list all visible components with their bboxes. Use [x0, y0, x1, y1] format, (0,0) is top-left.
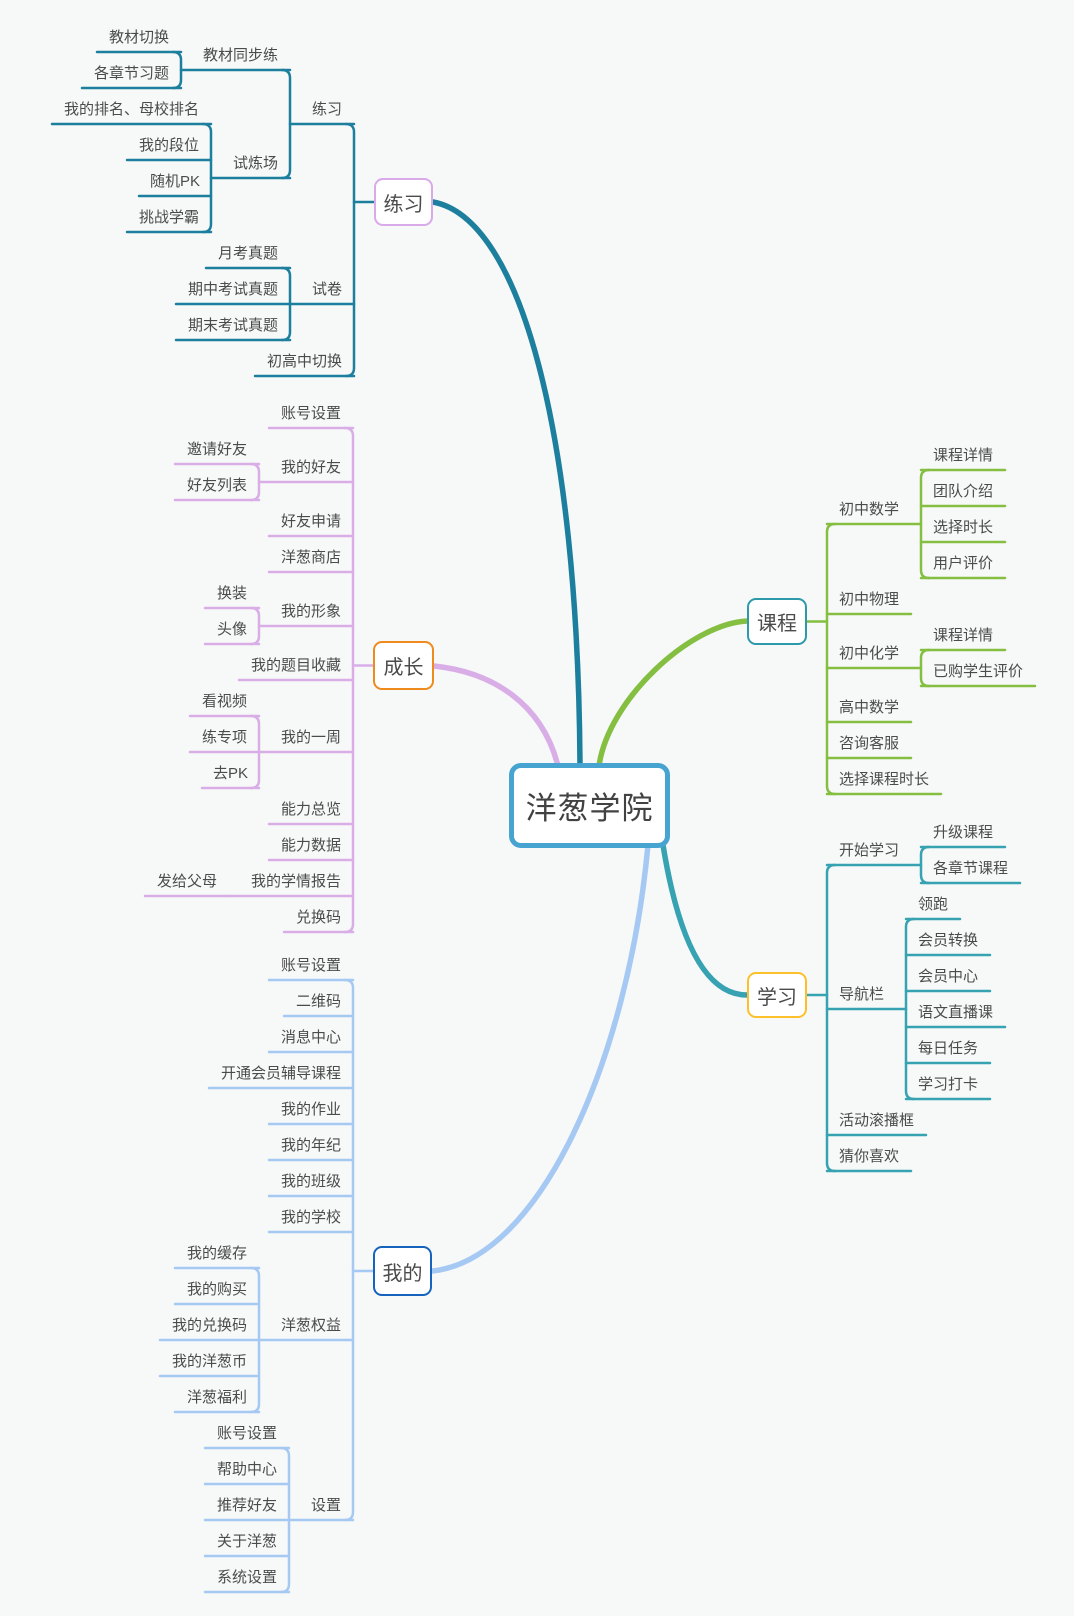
mindmap-node[interactable]: 课程详情 — [932, 447, 993, 464]
mindmap-node[interactable]: 每日任务 — [917, 1040, 978, 1057]
mindmap-node[interactable]: 教材切换 — [108, 29, 169, 46]
branch-trunk-line — [344, 122, 356, 378]
mindmap-node[interactable]: 我的形象 — [280, 603, 341, 620]
mindmap-node[interactable]: 推荐好友 — [216, 1497, 277, 1514]
branch-topic-growth[interactable]: 成长 — [373, 641, 434, 690]
branch-topic-courses[interactable]: 课程 — [747, 598, 807, 645]
mindmap-node[interactable]: 导航栏 — [838, 986, 884, 1003]
mindmap-node[interactable]: 我的洋葱币 — [171, 1353, 247, 1370]
mindmap-node[interactable]: 我的班级 — [280, 1173, 341, 1190]
branch-trunk-line — [825, 522, 837, 796]
mindmap-node[interactable]: 我的兑换码 — [171, 1317, 247, 1334]
mindmap-node[interactable]: 挑战学霸 — [138, 209, 199, 226]
mindmap-node[interactable]: 系统设置 — [216, 1569, 277, 1586]
mindmap-node[interactable]: 邀请好友 — [186, 441, 247, 458]
mindmap-node[interactable]: 我的题目收藏 — [250, 657, 341, 674]
branch-curve-courses — [596, 618, 750, 769]
branch-topic-mine[interactable]: 我的 — [373, 1246, 432, 1296]
mindmap-node[interactable]: 月考真题 — [217, 245, 278, 262]
mindmap-node[interactable]: 用户评价 — [932, 555, 993, 572]
mindmap-node[interactable]: 试卷 — [311, 281, 342, 298]
mindmap-node[interactable]: 随机PK — [149, 173, 200, 190]
mindmap-node[interactable]: 头像 — [216, 621, 247, 638]
mindmap-node[interactable]: 我的段位 — [138, 137, 199, 154]
mindmap-node[interactable]: 练习 — [311, 101, 342, 118]
branch-topic-study[interactable]: 学习 — [747, 972, 807, 1018]
mindmap-node[interactable]: 我的学情报告 — [250, 873, 341, 890]
mindmap-node[interactable]: 教材同步练 — [202, 47, 278, 64]
branch-trunk-line — [343, 978, 355, 1522]
mindmap-node[interactable]: 好友列表 — [186, 477, 247, 494]
mindmap-node[interactable]: 选择课程时长 — [838, 771, 929, 788]
mindmap-node[interactable]: 练专项 — [201, 729, 247, 746]
mindmap-node[interactable]: 账号设置 — [280, 957, 341, 974]
mindmap-node[interactable]: 咨询客服 — [838, 735, 899, 752]
mindmap-node[interactable]: 高中数学 — [838, 699, 899, 716]
mindmap-node[interactable]: 帮助中心 — [216, 1461, 277, 1478]
mindmap-node[interactable]: 活动滚播框 — [838, 1112, 914, 1129]
mindmap-node[interactable]: 选择时长 — [932, 519, 993, 536]
mindmap-node[interactable]: 我的购买 — [186, 1281, 247, 1298]
mindmap-node[interactable]: 初中物理 — [838, 591, 899, 608]
branch-curve-practice — [430, 199, 583, 769]
mindmap-node[interactable]: 开始学习 — [838, 842, 899, 859]
mindmap-node[interactable]: 发给父母 — [156, 873, 217, 890]
mindmap-node[interactable]: 初高中切换 — [266, 353, 342, 370]
mindmap-node[interactable]: 二维码 — [295, 993, 341, 1010]
mindmap-node[interactable]: 我的作业 — [280, 1101, 341, 1118]
mindmap-node[interactable]: 已购学生评价 — [932, 663, 1023, 680]
mindmap-node[interactable]: 账号设置 — [216, 1425, 277, 1442]
mindmap-node[interactable]: 我的学校 — [280, 1209, 341, 1226]
mindmap-node[interactable]: 关于洋葱 — [216, 1533, 277, 1550]
mindmap-node[interactable]: 会员转换 — [917, 932, 978, 949]
branch-trunk-line — [825, 863, 837, 1173]
mindmap-node[interactable]: 我的年纪 — [280, 1137, 341, 1154]
mindmap-node[interactable]: 期中考试真题 — [187, 281, 278, 298]
mindmap-node[interactable]: 我的一周 — [280, 729, 341, 746]
mindmap-node[interactable]: 消息中心 — [280, 1029, 341, 1046]
branch-curve-mine — [429, 842, 651, 1274]
mindmap-node[interactable]: 兑换码 — [295, 909, 341, 926]
branch-curve-study — [660, 842, 750, 998]
mindmap-node[interactable]: 各章节习题 — [93, 65, 169, 82]
mindmap-node[interactable]: 课程详情 — [932, 627, 993, 644]
branch-topic-practice[interactable]: 练习 — [374, 178, 433, 226]
mindmap-node[interactable]: 能力总览 — [280, 801, 341, 818]
mindmap-node[interactable]: 看视频 — [201, 693, 247, 710]
mindmap-node[interactable]: 洋葱商店 — [280, 549, 341, 566]
mindmap-node[interactable]: 试炼场 — [232, 155, 278, 172]
mindmap-node[interactable]: 我的缓存 — [186, 1245, 247, 1262]
mindmap-node[interactable]: 能力数据 — [280, 837, 341, 854]
mindmap-node[interactable]: 领跑 — [917, 896, 948, 913]
mindmap-node[interactable]: 学习打卡 — [917, 1076, 978, 1093]
mindmap-node[interactable]: 团队介绍 — [932, 483, 993, 500]
mindmap-node[interactable]: 洋葱权益 — [280, 1317, 341, 1334]
branch-trunk-line — [343, 426, 355, 934]
mindmap-node[interactable]: 各章节课程 — [932, 860, 1008, 877]
mindmap-node[interactable]: 我的排名、母校排名 — [63, 101, 199, 118]
mindmap-node[interactable]: 设置 — [310, 1497, 341, 1514]
mindmap-node[interactable]: 猜你喜欢 — [838, 1148, 899, 1165]
mindmap-node[interactable]: 语文直播课 — [917, 1004, 993, 1021]
mindmap-node[interactable]: 账号设置 — [280, 405, 341, 422]
mindmap-node[interactable]: 开通会员辅导课程 — [220, 1065, 341, 1082]
mindmap-node[interactable]: 我的好友 — [280, 459, 341, 476]
branch-curve-growth — [431, 663, 561, 769]
mindmap-node[interactable]: 期末考试真题 — [187, 317, 278, 334]
mindmap-node[interactable]: 初中化学 — [838, 645, 899, 662]
mindmap-node[interactable]: 会员中心 — [917, 968, 978, 985]
mindmap-node[interactable]: 去PK — [212, 765, 248, 782]
central-topic[interactable]: 洋葱学院 — [509, 763, 670, 848]
mindmap-node[interactable]: 升级课程 — [932, 824, 993, 841]
mindmap-node[interactable]: 初中数学 — [838, 501, 899, 518]
mindmap-node[interactable]: 好友申请 — [280, 513, 341, 530]
mindmap-node[interactable]: 换装 — [216, 585, 247, 602]
mindmap-node[interactable]: 洋葱福利 — [186, 1389, 247, 1406]
